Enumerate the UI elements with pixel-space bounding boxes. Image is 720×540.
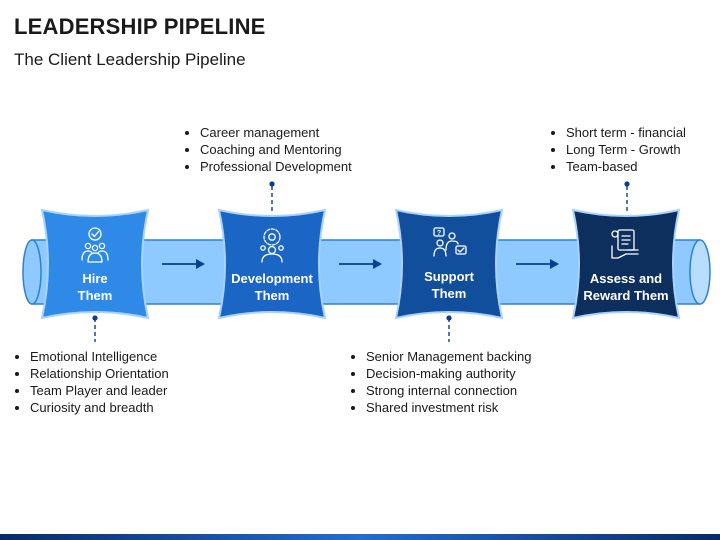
arrow-2-icon [339, 259, 382, 269]
pipe-left-end [22, 239, 42, 305]
bullets-assess: Short term - financial Long Term - Growt… [552, 124, 686, 175]
stage-label-development-line2: Them [254, 288, 290, 303]
list-item: Long Term - Growth [566, 141, 686, 158]
stage-label-assess: Assess and Reward Them [576, 270, 676, 304]
stage-label-assess-line1: Assess and [589, 271, 663, 286]
reward-checklist-icon [611, 229, 639, 259]
list-item: Professional Development [200, 158, 352, 175]
list-item: Senior Management backing [366, 348, 532, 365]
stage-shape-support [394, 208, 504, 320]
stage-label-support-line1: Support [424, 269, 474, 284]
stage-label-development: Development Them [222, 270, 322, 304]
stage-label-support-line2: Them [431, 286, 467, 301]
stage-label-hire-line2: Them [77, 288, 113, 303]
team-check-icon [81, 227, 109, 263]
bullets-development: Career management Coaching and Mentoring… [186, 124, 352, 175]
stage-label-hire-line1: Hire [82, 271, 108, 286]
list-item: Shared investment risk [366, 399, 532, 416]
list-item: Emotional Intelligence [30, 348, 169, 365]
stage-label-support: Support Them [399, 268, 499, 302]
list-item: Strong internal connection [366, 382, 532, 399]
list-item: Short term - financial [566, 124, 686, 141]
list-item: Team Player and leader [30, 382, 169, 399]
discussion-icon: ? [433, 227, 467, 257]
bullets-hire: Emotional Intelligence Relationship Orie… [16, 348, 169, 416]
stage-shape-assess [571, 208, 681, 320]
arrow-1-icon [162, 259, 205, 269]
stage-shape-development [217, 208, 327, 320]
person-gear-icon [260, 228, 284, 263]
list-item: Team-based [566, 158, 686, 175]
stage-label-development-line1: Development [231, 271, 313, 286]
stage-shape-hire [40, 208, 150, 320]
page-subtitle: The Client Leadership Pipeline [14, 50, 246, 69]
bullets-support: Senior Management backing Decision-makin… [352, 348, 532, 416]
stage-label-assess-line2: Reward Them [583, 288, 669, 303]
pipe-right-end [689, 239, 711, 305]
footer-bar [0, 534, 720, 540]
connector-dot-assess [624, 181, 630, 187]
list-item: Decision-making authority [366, 365, 532, 382]
list-item: Career management [200, 124, 352, 141]
connector-dot-development [269, 181, 275, 187]
list-item: Coaching and Mentoring [200, 141, 352, 158]
list-item: Relationship Orientation [30, 365, 169, 382]
connector-dot-support [446, 315, 452, 321]
svg-text:?: ? [437, 230, 441, 237]
connector-dot-hire [92, 315, 98, 321]
stage-label-hire: Hire Them [45, 270, 145, 304]
page-title: LEADERSHIP PIPELINE [14, 14, 266, 39]
arrow-3-icon [516, 259, 559, 269]
list-item: Curiosity and breadth [30, 399, 169, 416]
